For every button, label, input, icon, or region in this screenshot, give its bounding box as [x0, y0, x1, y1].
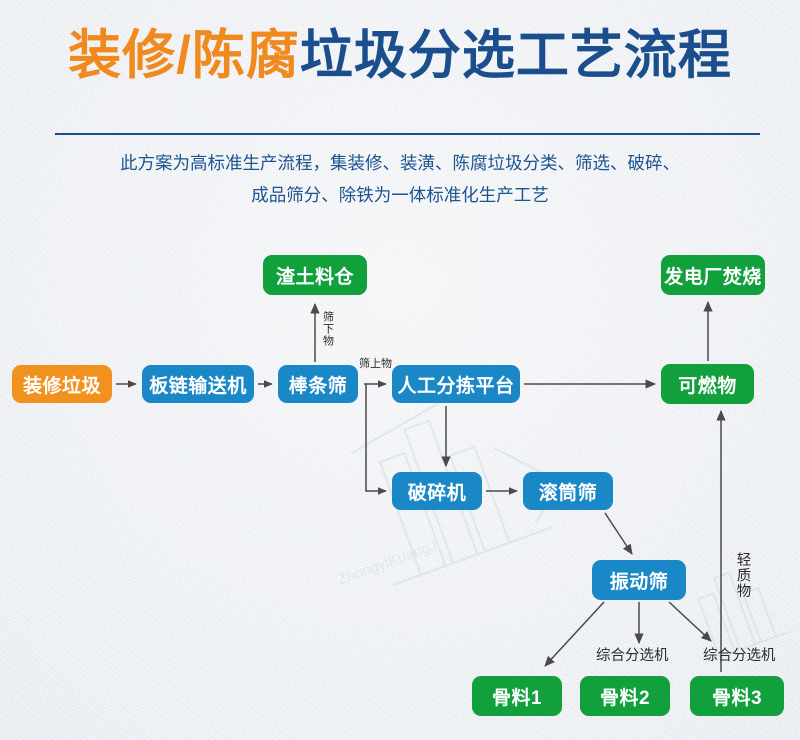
flow-node-sorting[interactable]: 人工分拣平台: [392, 365, 520, 403]
edge-label-undersize: 筛下物: [321, 311, 334, 347]
flow-node-label: 骨料3: [711, 687, 763, 709]
flow-node-label: 振动筛: [609, 571, 669, 593]
flow-node-crusher[interactable]: 破碎机: [392, 472, 482, 510]
flow-node-label: 骨料2: [599, 687, 651, 709]
flow-node-label: 板链输送机: [149, 375, 247, 397]
subtitle-line-2: 成品筛分、除铁为一体标准化生产工艺: [251, 185, 549, 205]
title-blue-part: 垃圾分选工艺流程: [299, 26, 732, 85]
edge-vibscreen-to-aggregate3: [668, 601, 712, 642]
header-divider: [55, 133, 760, 135]
flow-node-label: 渣土料仓: [275, 266, 354, 288]
flow-node-label: 棒条筛: [288, 375, 348, 397]
flow-node-conveyor[interactable]: 板链输送机: [142, 365, 254, 403]
flow-node-aggregate-3[interactable]: 骨料3: [690, 676, 784, 716]
flow-node-trommel[interactable]: 滚筒筛: [523, 472, 613, 510]
page-title: 装修/陈腐垃圾分选工艺流程: [0, 26, 800, 87]
flow-node-input[interactable]: 装修垃圾: [12, 365, 112, 403]
title-orange-part-2: 陈腐: [191, 26, 300, 85]
title-orange-part-1: 装修/: [68, 26, 192, 85]
flow-node-label: 骨料1: [491, 687, 543, 709]
edge-trommel-to-vibscreen: [604, 512, 633, 555]
edge-label-oversize: 筛上物: [359, 358, 392, 370]
flow-node-label: 可燃物: [678, 375, 737, 397]
flow-node-soil-bin[interactable]: 渣土料仓: [263, 255, 367, 295]
page-subtitle: 此方案为高标准生产流程，集装修、装潢、陈腐垃圾分类、筛选、破碎、 成品筛分、除铁…: [70, 147, 730, 211]
flow-node-combustible[interactable]: 可燃物: [661, 364, 754, 404]
flow-node-bar-screen[interactable]: 棒条筛: [278, 365, 358, 403]
flow-node-incinerator[interactable]: 发电厂焚烧: [661, 255, 765, 295]
flow-node-label: 发电厂焚烧: [664, 266, 762, 288]
flow-node-label: 滚筒筛: [538, 482, 598, 504]
edge-label-lightweight: 轻质物: [734, 552, 751, 599]
flow-node-label: 破碎机: [407, 482, 467, 504]
flow-node-label: 装修垃圾: [22, 375, 101, 397]
flow-node-label: 人工分拣平台: [397, 375, 515, 397]
flow-node-aggregate-1[interactable]: 骨料1: [472, 676, 562, 716]
subtitle-line-1: 此方案为高标准生产流程，集装修、装潢、陈腐垃圾分类、筛选、破碎、: [120, 153, 680, 173]
edge-label-separator-2: 综合分选机: [596, 648, 669, 664]
flow-node-aggregate-2[interactable]: 骨料2: [580, 676, 670, 716]
edge-label-separator-3: 综合分选机: [703, 648, 776, 664]
flow-node-vib-screen[interactable]: 振动筛: [592, 560, 686, 600]
svg-text:ZhongyiKuangJi: ZhongyiKuangJi: [336, 536, 443, 589]
edge-barscreen-to-crusher: [365, 384, 387, 495]
